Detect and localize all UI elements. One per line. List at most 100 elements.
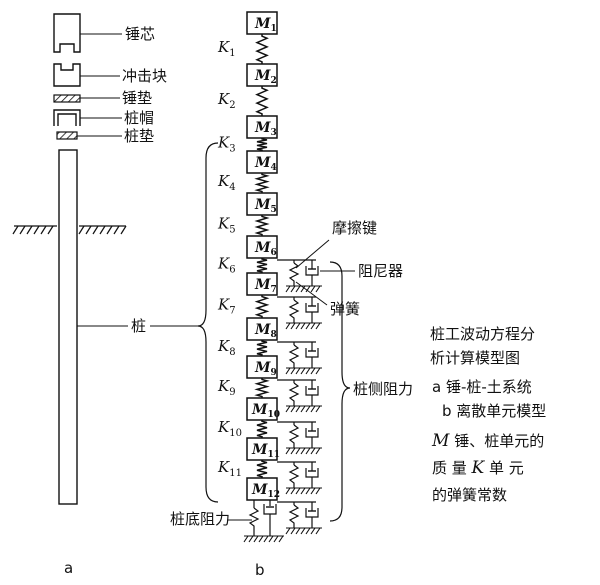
spring-label-sub: 11 [229, 468, 242, 479]
side-resistance-unit-11 [277, 461, 319, 488]
hammer-pile-soil-system: 锤芯 冲击块 锤垫 桩帽 桩垫 桩 a [12, 13, 200, 577]
sublabel-b: b [255, 561, 265, 579]
spring-k10 [256, 420, 268, 438]
caption-m-text: 锤、桩单元的 [449, 432, 544, 450]
spring-label-sub: 3 [229, 144, 235, 155]
spring-label-sub: 9 [229, 387, 235, 398]
mass-element-3: M3 [246, 115, 278, 139]
caption-last-line: 的弹簧常数 [432, 486, 507, 504]
spring-k5 [254, 215, 270, 236]
spring-label: K6 [217, 255, 236, 276]
side-resistance-brace [329, 261, 351, 522]
mass-label-sub: 11 [268, 450, 281, 460]
label-hammer-pad: 锤垫 [122, 89, 152, 107]
label-side-resistance: 桩侧阻力 [353, 380, 413, 398]
hammer-pad-shape [53, 94, 81, 103]
caption-item-a-letter: a [432, 378, 441, 396]
caption-k-text: 单 元 [484, 459, 524, 477]
spring-k3 [256, 138, 268, 151]
side-ground-mark [285, 447, 322, 455]
mass-element-12: M12 [246, 477, 281, 501]
mass-label-sub: 10 [268, 410, 281, 420]
mass-element-5: M5 [246, 192, 278, 216]
spring-label-sub: 4 [229, 182, 235, 193]
spring-label: K10 [217, 418, 242, 439]
side-ground-mark [285, 487, 322, 495]
soil-spring [288, 299, 300, 323]
side-ground-mark [285, 285, 322, 293]
label-impact-block: 冲击块 [122, 67, 167, 85]
mass-element-10: M10 [246, 397, 281, 421]
spring-label-sub: 7 [229, 306, 235, 317]
caption-k-prefix: 质 量 [432, 459, 472, 477]
spring-label: K4 [217, 172, 236, 193]
spring-k6 [256, 258, 268, 273]
mass-label-sub: 2 [271, 76, 277, 86]
spring-label: K5 [217, 215, 236, 236]
mass-element-7: M7 [246, 272, 278, 296]
soil-spring [288, 464, 300, 488]
soil-spring [288, 344, 300, 368]
spring-label-sub: 5 [229, 225, 235, 236]
side-resistance-unit-10 [277, 421, 319, 448]
figure-caption: 桩工波动方程分 析计算模型图 a 锤-桩-土系统 b 离散单元模型 M 锤、桩单… [430, 325, 546, 504]
mass-label-sub: 8 [271, 330, 277, 340]
caption-title-line1: 桩工波动方程分 [430, 325, 535, 343]
mass-element-11: M11 [246, 437, 281, 461]
mass-element-8: M8 [246, 317, 278, 341]
mass-element-2: M2 [246, 63, 278, 87]
part-a-leaders [77, 33, 128, 327]
mass-element-6: M6 [246, 235, 278, 259]
spring-k7 [254, 295, 270, 318]
sublabel-a: a [64, 559, 73, 577]
discrete-element-model: M1M2M3M4M5M6M7M8M9M10M11M12K1K2K3K4K5K6K… [217, 11, 322, 543]
label-pile: 桩 [131, 317, 146, 335]
caption-item-a: a 锤-桩-土系统 [432, 378, 532, 396]
spring-label-sub: 2 [229, 100, 235, 111]
side-resistance-unit-6 [277, 259, 319, 286]
spring-label-sub: 10 [229, 428, 242, 439]
label-spring: 弹簧 [330, 300, 360, 318]
mass-label-sub: 12 [268, 490, 281, 500]
pile-shape [58, 149, 78, 505]
mass-label-sub: 7 [271, 285, 277, 295]
caption-m-line: M 锤、桩单元的 [431, 431, 544, 451]
caption-item-b-text: 离散单元模型 [452, 402, 547, 420]
base-ground-mark [243, 535, 284, 543]
ground-surface-left [12, 225, 57, 235]
caption-title-line2: 析计算模型图 [430, 349, 520, 367]
pile-elements-brace [197, 142, 219, 503]
mass-label-sub: 6 [271, 248, 277, 258]
pile-pad-shape [56, 131, 78, 140]
side-ground-mark [285, 405, 322, 413]
side-ground-mark [285, 367, 322, 375]
label-friction-key: 摩擦键 [332, 219, 377, 237]
hammer-core-shape [53, 13, 81, 53]
mass-element-1: M1 [246, 11, 278, 35]
part-b-leaders [227, 239, 355, 521]
caption-item-a-text: 锤-桩-土系统 [441, 378, 532, 396]
soil-spring [288, 424, 300, 448]
mass-label-sub: 4 [271, 163, 277, 173]
mass-element-9: M9 [246, 355, 278, 379]
label-pile-pad: 桩垫 [124, 127, 154, 145]
spring-label-sub: 8 [229, 347, 235, 358]
spring-k8 [256, 340, 268, 356]
ground-surface-right [78, 225, 127, 235]
spring-label-sub: 6 [229, 265, 235, 276]
spring-label: K7 [217, 296, 236, 317]
base-spring [248, 507, 260, 536]
label-base-resistance: 桩底阻力 [170, 510, 230, 528]
spring-k11 [256, 460, 268, 478]
spring-label-sub: 1 [229, 48, 235, 59]
caption-item-b-letter: b [442, 402, 452, 420]
side-resistance-unit-9 [277, 379, 319, 406]
side-resistance-unit-8 [277, 341, 319, 368]
side-ground-mark [285, 322, 322, 330]
mass-label-sub: 1 [271, 24, 277, 34]
caption-k-symbol: K [471, 458, 486, 478]
mass-label-sub: 3 [271, 128, 277, 138]
side-resistance-unit-12 [277, 501, 319, 528]
base-resistance-unit [248, 500, 277, 536]
